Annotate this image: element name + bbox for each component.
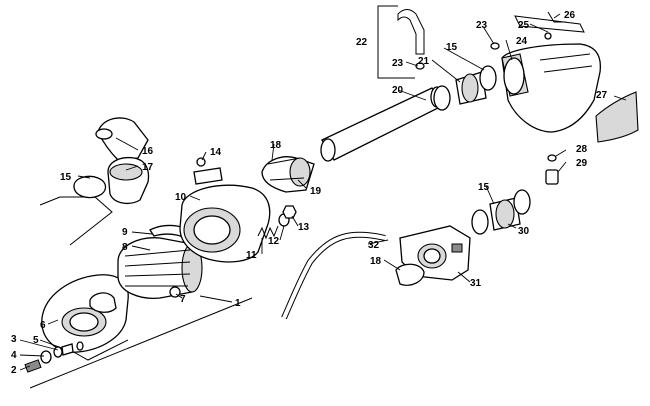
callout-23-right: 23 bbox=[476, 20, 488, 31]
callout-4: 4 bbox=[11, 350, 17, 361]
intake-silencer-24 bbox=[501, 11, 602, 133]
callout-15-upper: 15 bbox=[446, 42, 458, 53]
callout-17: 17 bbox=[142, 162, 154, 173]
callout-12: 12 bbox=[268, 236, 280, 247]
callout-19: 19 bbox=[310, 186, 322, 197]
callout-23-left: 23 bbox=[392, 58, 404, 69]
intake-duct-18-19 bbox=[261, 156, 315, 193]
callout-14: 14 bbox=[210, 147, 222, 158]
callout-7: 7 bbox=[180, 294, 186, 305]
callout-16: 16 bbox=[142, 146, 154, 157]
callout-27: 27 bbox=[596, 90, 608, 101]
callout-20: 20 bbox=[392, 85, 404, 96]
assembly-bracket-1 bbox=[29, 196, 253, 389]
callout-26: 26 bbox=[564, 10, 576, 21]
callout-15-right: 15 bbox=[478, 182, 490, 193]
callout-6: 6 bbox=[40, 320, 46, 331]
clamps-upper bbox=[397, 9, 500, 111]
callout-13: 13 bbox=[298, 222, 310, 233]
callout-18-top: 18 bbox=[270, 140, 282, 151]
callout-29: 29 bbox=[576, 158, 588, 169]
callout-28: 28 bbox=[576, 144, 588, 155]
airbox-lower-housing bbox=[41, 274, 129, 361]
callout-25: 25 bbox=[518, 20, 530, 31]
leader-lines bbox=[19, 13, 627, 371]
intake-tube-20 bbox=[320, 86, 444, 162]
callout-15-left: 15 bbox=[60, 172, 72, 183]
callout-22: 22 bbox=[356, 37, 368, 48]
carburetor-31 bbox=[395, 225, 471, 286]
callout-30: 30 bbox=[518, 226, 530, 237]
callout-3: 3 bbox=[11, 334, 17, 345]
clamps-right bbox=[471, 189, 531, 235]
heat-shield-27 bbox=[595, 91, 639, 143]
callout-11: 11 bbox=[246, 250, 257, 261]
callout-24: 24 bbox=[516, 36, 528, 47]
callout-5: 5 bbox=[33, 335, 39, 346]
grommet-28-29 bbox=[545, 154, 559, 185]
callout-2: 2 bbox=[11, 365, 17, 376]
callout-8: 8 bbox=[122, 242, 128, 253]
callout-1: 1 bbox=[235, 298, 241, 309]
intake-boot-left bbox=[73, 117, 150, 205]
callout-labels: 1 2 3 4 5 6 7 8 9 10 11 12 13 14 15 16 1… bbox=[11, 10, 608, 376]
callout-10: 10 bbox=[175, 192, 187, 203]
callout-9: 9 bbox=[122, 227, 128, 238]
fuel-hose-32 bbox=[281, 231, 386, 320]
callout-21: 21 bbox=[418, 56, 430, 67]
airbox-upper-housing bbox=[179, 157, 271, 263]
callout-32: 32 bbox=[368, 240, 380, 251]
callout-18-bottom: 18 bbox=[370, 256, 382, 267]
assembly-bracket-22 bbox=[377, 5, 415, 79]
callout-31: 31 bbox=[470, 278, 482, 289]
